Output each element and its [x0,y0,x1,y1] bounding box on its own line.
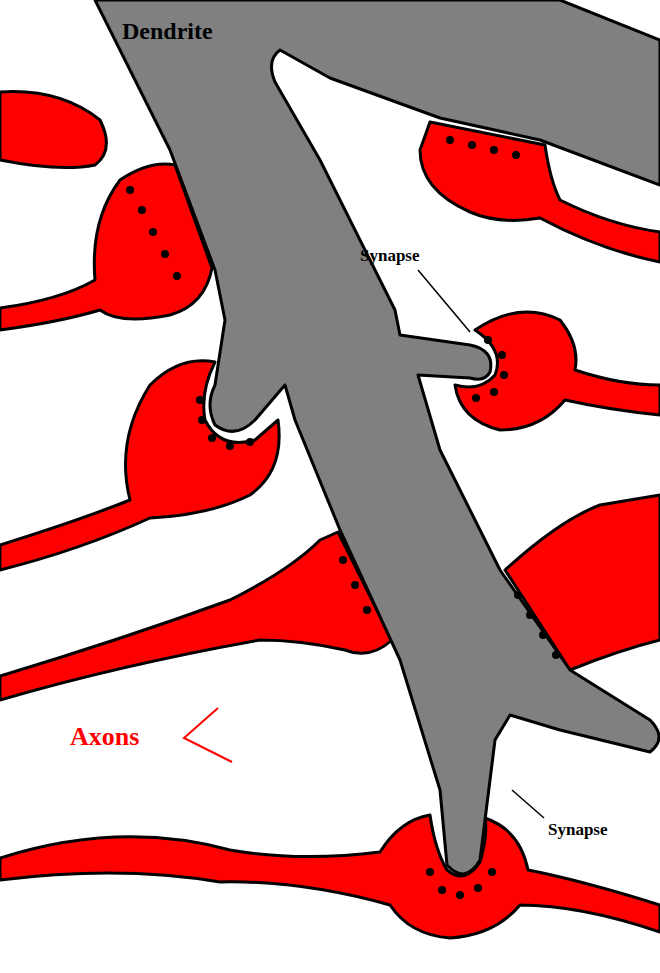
vesicle [498,351,506,359]
leader-line [512,790,544,818]
vesicle [363,606,371,614]
vesicle [246,438,254,446]
axon-terminal [0,815,660,938]
vesicle [539,631,547,639]
vesicle [490,388,498,396]
axon-bracket [184,708,232,762]
vesicle [438,886,446,894]
label-box: Synapse [548,820,608,840]
part-name: Synapse [548,820,608,839]
vesicle [339,556,347,564]
label-box: Axons [70,722,139,752]
axon-terminal [0,92,106,168]
vesicle [552,651,560,659]
part-name: Axons [70,722,139,751]
vesicle [149,228,157,236]
axon-terminal [0,532,392,700]
vesicle [490,146,498,154]
vesicle [198,416,206,424]
vesicle [488,868,496,876]
vesicle [474,884,482,892]
vesicle [512,151,520,159]
vesicle [526,611,534,619]
leader-lines [184,270,544,818]
vesicle [161,250,169,258]
vesicle [456,891,464,899]
vesicle [173,272,181,280]
vesicle [226,442,234,450]
vesicle [138,206,146,214]
label-box: Synapse [360,246,420,266]
label-box: Dendrite [122,18,213,45]
vesicle [426,868,434,876]
part-name: Dendrite [122,18,213,44]
vesicle [514,591,522,599]
vesicle [126,186,134,194]
leader-line [418,270,470,332]
part-name: Synapse [360,246,420,265]
synaptic-vesicles [126,136,560,899]
vesicle [484,336,492,344]
dendrite-shape [95,0,660,874]
vesicle [196,396,204,404]
vesicle [500,371,508,379]
vesicle [208,434,216,442]
vesicle [472,394,480,402]
axon-terminal [0,164,212,330]
vesicle [351,581,359,589]
vesicle [468,141,476,149]
vesicle [446,136,454,144]
